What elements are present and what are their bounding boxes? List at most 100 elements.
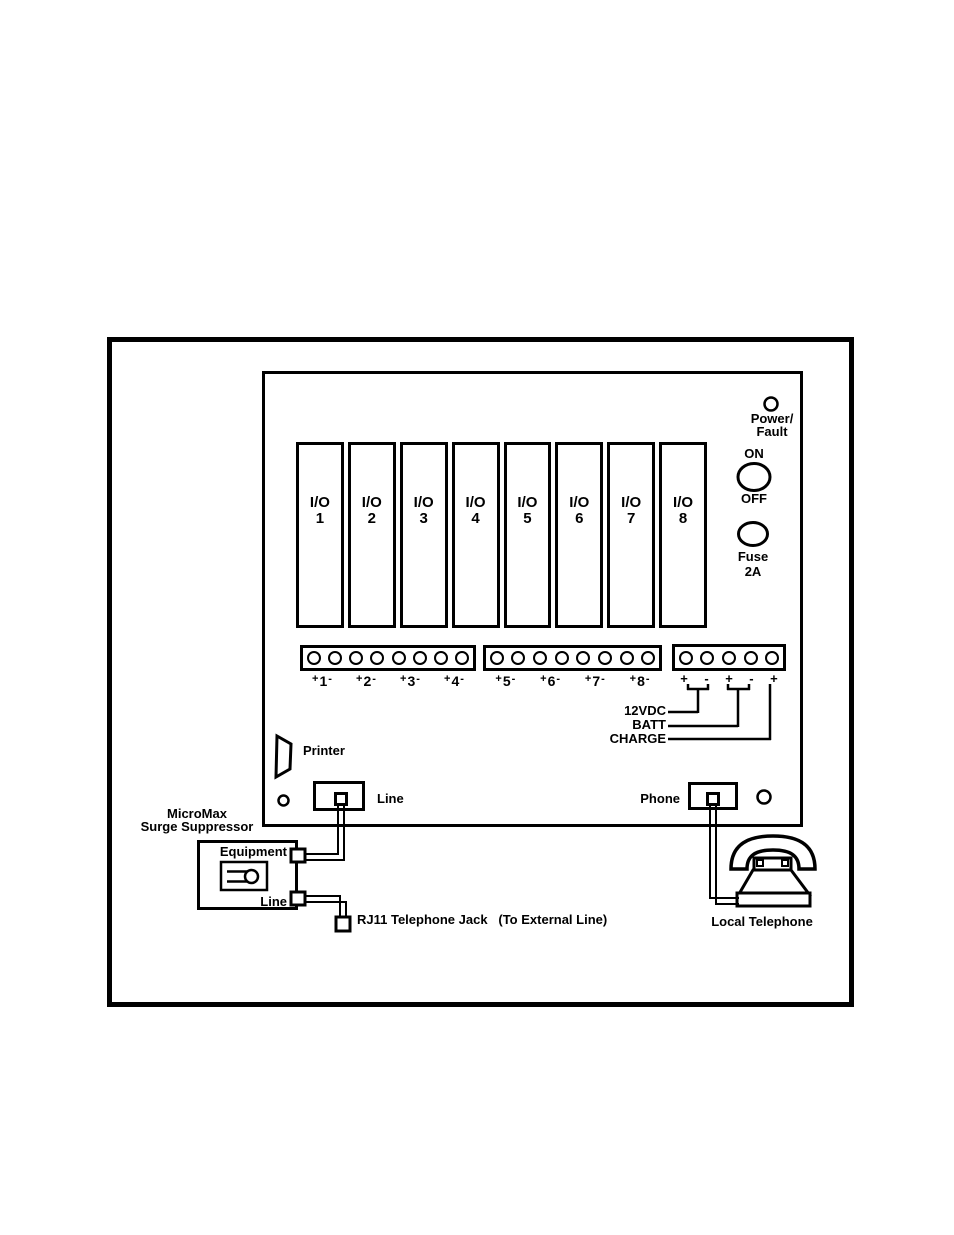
plus-sign: +	[312, 673, 319, 685]
off-label: OFF	[741, 491, 767, 506]
terminal-pair-label: +4-	[444, 673, 464, 691]
terminal-circle	[349, 651, 364, 665]
terminal-circle	[765, 650, 780, 665]
minus-sign: -	[372, 673, 376, 685]
terminal-circle	[678, 650, 693, 665]
terminal-number: 1	[319, 673, 328, 689]
power-fault-line1: Power/	[750, 411, 794, 426]
terminal-pair-label: +3-	[400, 673, 420, 691]
terminal-pair-label: +8-	[630, 673, 650, 691]
terminal-pair-label: +5-	[495, 673, 515, 691]
phone-jack-label: Phone	[640, 791, 680, 806]
terminal-labels-1: +1-+2-+3-+4-	[300, 673, 476, 691]
plus-sign: +	[629, 673, 637, 685]
local-telephone-label: Local Telephone	[711, 914, 813, 929]
power-fault-line2: Fault	[756, 424, 788, 439]
terminal-labels-3: +-+-+	[672, 671, 786, 691]
minus-sign: -	[328, 673, 332, 685]
io-slot-number: 1	[315, 510, 325, 527]
rj11-label: RJ11 Telephone Jack (To External Line)	[357, 912, 608, 927]
io-slot-label: I/O	[309, 494, 330, 511]
terminal-sign-label: -	[749, 671, 754, 686]
power-label-12vdc: 12VDC	[624, 703, 666, 718]
suppressor-title: MicroMax Surge Suppressor	[127, 807, 267, 833]
terminal-strip-3	[672, 644, 786, 671]
minus-sign: -	[460, 673, 464, 685]
terminal-circle	[700, 650, 715, 665]
suppressor-line-label: Line	[260, 894, 287, 909]
terminal-circle	[412, 651, 427, 665]
terminal-circle	[721, 650, 736, 665]
fuse-label: Fuse 2A	[722, 549, 784, 579]
io-slot-label: I/O	[361, 494, 382, 511]
terminal-labels-2: +5-+6-+7-+8-	[483, 673, 662, 691]
terminal-circle	[554, 651, 569, 665]
terminal-pair-label: +1-	[312, 673, 332, 691]
terminal-circle	[511, 651, 526, 665]
minus-sign: -	[645, 673, 650, 685]
phone-jack-pin	[706, 792, 720, 806]
terminal-number: 2	[363, 673, 372, 689]
plus-sign: +	[400, 673, 407, 685]
terminal-circle	[455, 651, 470, 665]
terminal-number: 5	[502, 673, 511, 689]
diagram-outer-border	[107, 337, 854, 1007]
plus-sign: +	[356, 673, 363, 685]
io-slot-label: I/O	[621, 494, 642, 511]
terminal-pair-label: +6-	[540, 673, 560, 691]
io-slot-number: 4	[471, 510, 480, 527]
power-fault-label: Power/ Fault	[736, 412, 808, 438]
terminal-number: 6	[547, 673, 556, 689]
io-slot-label: I/O	[517, 494, 538, 511]
io-slot-number: 6	[575, 510, 584, 527]
io-slot-label: I/O	[569, 494, 590, 511]
terminal-circle	[743, 650, 758, 665]
terminal-circle	[597, 651, 612, 665]
io-slot-number: 8	[678, 510, 688, 527]
io-slot-label: I/O	[413, 494, 434, 511]
terminal-circle	[306, 651, 321, 665]
equipment-label: Equipment	[219, 844, 287, 859]
line-jack-label: Line	[377, 791, 404, 806]
plus-sign: +	[444, 673, 451, 685]
terminal-circle	[391, 651, 406, 665]
terminal-number: 4	[451, 673, 460, 689]
minus-sign: -	[416, 673, 420, 685]
terminal-pair-label: +7-	[585, 673, 605, 691]
terminal-strip-1	[300, 645, 476, 671]
surge-suppressor-box	[197, 840, 298, 910]
minus-sign: -	[556, 673, 561, 685]
terminal-number: 7	[592, 673, 601, 689]
terminal-pair-label: +2-	[356, 673, 376, 691]
terminal-circle	[489, 651, 504, 665]
terminal-circle	[533, 651, 548, 665]
printer-label: Printer	[303, 743, 345, 758]
terminal-sign-label: -	[704, 671, 709, 686]
on-label: ON	[744, 446, 764, 461]
fuse-label-line1: Fuse	[737, 549, 769, 564]
terminal-sign-label: +	[680, 671, 688, 686]
io-slot-label: I/O	[673, 494, 694, 511]
io-slot-number: 7	[627, 510, 636, 527]
terminal-circle	[434, 651, 449, 665]
plus-sign: +	[584, 673, 592, 685]
io-slot-number: 2	[367, 510, 376, 527]
control-panel	[262, 371, 803, 827]
terminal-circle	[641, 651, 656, 665]
terminal-strip-2	[483, 645, 662, 671]
io-slot-number: 5	[523, 510, 532, 527]
line-jack-pin	[334, 792, 348, 806]
terminal-circle	[619, 651, 634, 665]
terminal-number: 8	[637, 673, 645, 689]
minus-sign: -	[601, 673, 605, 685]
power-label-batt: BATT	[632, 717, 666, 732]
